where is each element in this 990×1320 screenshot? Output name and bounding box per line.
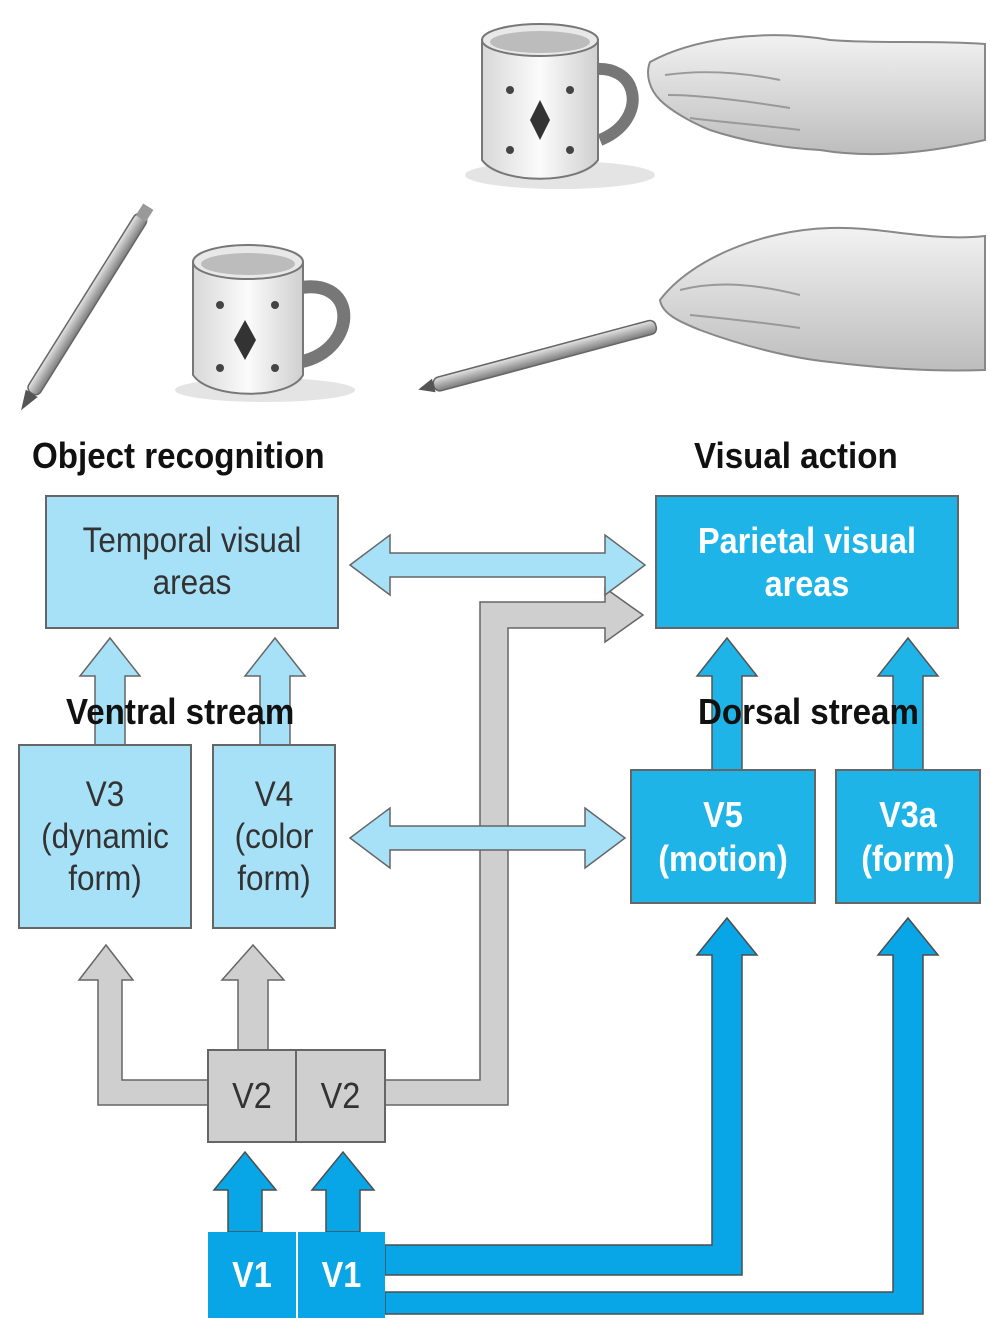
v2-left-box [207, 1049, 297, 1143]
v1-to-v2-left-arrow [212, 1150, 278, 1233]
diamond-icon [530, 100, 550, 140]
diamond-icon [234, 320, 256, 360]
v3a-label: V3a (form) [861, 794, 955, 879]
v4-to-temporal-arrow [243, 636, 307, 746]
v1-to-v5-arrow [384, 916, 759, 1276]
v1-left-label: V1 [232, 1254, 272, 1296]
v3-to-temporal-arrow [78, 636, 142, 746]
hand [647, 34, 986, 156]
v3-label: V3 (dynamic form) [41, 774, 169, 898]
mug-handle [586, 62, 639, 146]
parietal-box [655, 495, 959, 629]
v1-to-v2-right-arrow [310, 1150, 376, 1233]
v1-left-box [208, 1232, 296, 1318]
v2-to-v4-arrow [220, 943, 286, 1051]
v1-to-v3a-arrow [384, 916, 940, 1315]
pencil-mug-illustration [21, 203, 355, 411]
object-recognition-heading: Object recognition [32, 435, 325, 477]
v2-to-parietal-arrow [384, 586, 645, 1106]
dorsal-stream-heading: Dorsal stream [698, 691, 919, 733]
v4-label: V4 (color form) [234, 774, 314, 898]
v1-right-box [298, 1232, 385, 1318]
v3a-to-parietal-arrow [876, 636, 940, 771]
v2-right-label: V2 [320, 1075, 361, 1117]
v2-to-v3-arrow [77, 943, 209, 1106]
mug-handle [288, 280, 351, 369]
v5-label: V5 (motion) [658, 794, 788, 879]
v1-right-label: V1 [321, 1254, 362, 1296]
ventral-stream-heading: Ventral stream [66, 691, 295, 733]
v2-right-box [295, 1049, 386, 1143]
v5-box [630, 769, 816, 904]
parietal-label: Parietal visual areas [698, 519, 916, 604]
ventral-dorsal-double-arrow [348, 806, 627, 870]
temporal-box [45, 495, 339, 629]
grasping-hand-illustration [418, 226, 986, 393]
v4-box [212, 744, 336, 929]
v3-box [18, 744, 192, 929]
v3a-box [835, 769, 981, 904]
v5-to-parietal-arrow [695, 636, 759, 771]
v2-left-label: V2 [232, 1075, 272, 1117]
reaching-hand-illustration [465, 23, 986, 189]
hand [658, 226, 986, 372]
temporal-parietal-double-arrow [348, 533, 647, 597]
temporal-label: Temporal visual areas [82, 521, 302, 602]
visual-action-heading: Visual action [694, 435, 898, 477]
